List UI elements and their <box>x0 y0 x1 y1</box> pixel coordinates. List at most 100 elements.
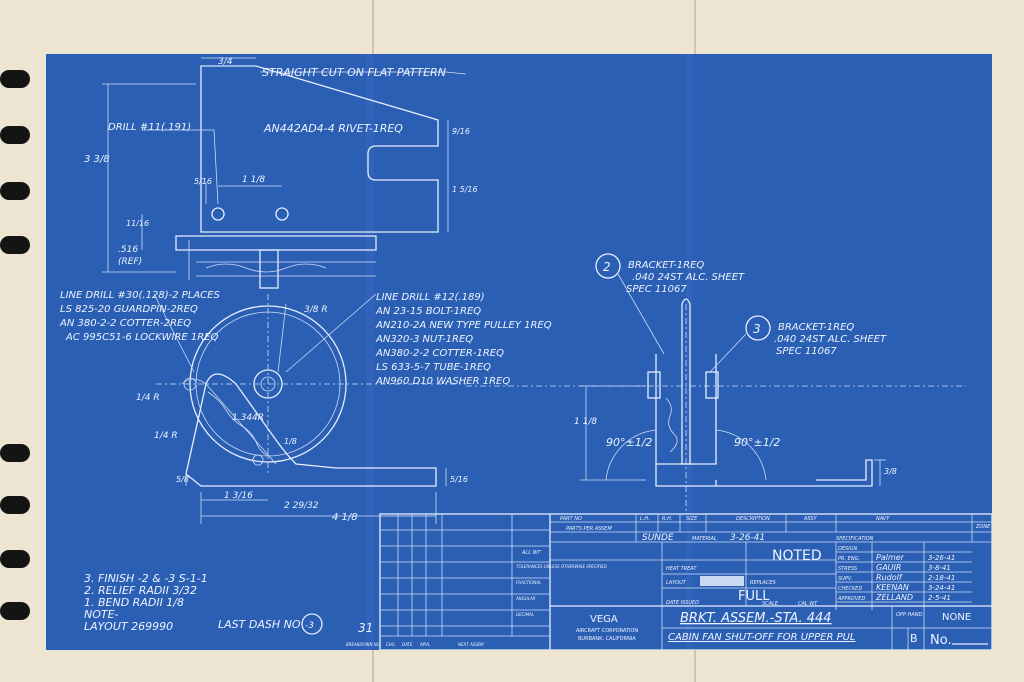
part-line: LS 633-5-7 TUBE-1REQ <box>376 362 491 373</box>
hdr-description: DESCRIPTION <box>736 516 770 522</box>
blueprint-drawing: STRAIGHT CUT ON FLAT PATTERN AN442AD4-4 … <box>46 54 992 650</box>
material-label: MATERIAL <box>692 536 717 542</box>
dim-9-16: 9/16 <box>452 127 470 136</box>
dim-ref: (REF) <box>118 257 142 267</box>
r-1-4-b: 1/4 R <box>154 431 178 441</box>
note-line: 2. RELIEF RADII 3/32 <box>84 584 197 597</box>
dim-2-29-32: 2 29/32 <box>284 501 319 511</box>
drawing-title: BRKT. ASSEM.-STA. 444 <box>680 611 832 626</box>
r-1344: 1.344R <box>232 413 264 423</box>
drill-label: DRILL #11(.191) <box>108 122 191 133</box>
binder-ring <box>0 236 30 254</box>
part-line: AN210-2A NEW TYPE PULLEY 1REQ <box>375 320 552 331</box>
parts-list-right: LINE DRILL #12(.189) AN 23-15 BOLT-1REQ … <box>375 292 552 387</box>
straight-cut-label: STRAIGHT CUT ON FLAT PATTERN <box>262 66 446 79</box>
binder-ring <box>0 602 30 620</box>
sunde: SUNDE <box>642 533 674 543</box>
angle-right: 90°±1/2 <box>734 436 780 449</box>
part-line: LS 825-20 GUARDPIN-2REQ <box>60 304 198 315</box>
cal-wt: CAL WT <box>798 601 818 607</box>
front-view-labels: 3/8 R 1.344R 1/4 R 1/4 R 1/8 5/8 1 3/16 … <box>136 305 468 523</box>
role: PR. ENG. <box>838 556 860 562</box>
hdr-zone: ZONE <box>975 524 991 530</box>
company-city: BURBANK, CALIFORNIA <box>578 636 636 642</box>
dim-1-8: 1/8 <box>284 437 297 446</box>
part-line: AN 380-2-2 COTTER-2REQ <box>59 318 191 329</box>
sign-name: KEENAN <box>876 583 909 592</box>
opp-hand: OPP HAND <box>896 612 922 618</box>
callout-3-title: BRACKET-1REQ <box>778 322 854 333</box>
callout-2-spec2: SPEC 11067 <box>626 284 687 295</box>
binder-ring <box>0 126 30 144</box>
r-1-4-a: 1/4 R <box>136 393 160 403</box>
bracket-front-view <box>153 293 466 524</box>
callout-2: 2 BRACKET-1REQ .040 24ST ALC. SHEET SPEC… <box>595 253 745 295</box>
date-col: DATE <box>402 642 413 647</box>
dim-1-1-8: 1 1/8 <box>242 175 265 185</box>
drawing-date: 3-26-41 <box>730 533 765 543</box>
dim-height: 3 3/8 <box>84 154 110 165</box>
part-line: LINE DRILL #12(.189) <box>376 292 485 303</box>
last-dash-value: -3 <box>305 621 314 631</box>
binder-ring <box>0 496 30 514</box>
sign-date: 3-8-41 <box>928 564 951 572</box>
callout-2-title: BRACKET-1REQ <box>628 260 704 271</box>
callout-3-spec1: .040 24ST ALC. SHEET <box>774 334 887 345</box>
binder-ring <box>0 182 30 200</box>
layout-label: LAYOUT <box>666 580 687 586</box>
tolerances: TOLERANCES UNLESS OTHERWISE SPECIFIED <box>516 564 607 569</box>
angle-left: 90°±1/2 <box>606 436 652 449</box>
part-line: AN 23-15 BOLT-1REQ <box>375 306 481 317</box>
role: STRESS <box>838 566 858 572</box>
no-label: No. <box>930 633 952 648</box>
angular: ANGULAR <box>515 596 536 601</box>
decimal: DECIMAL <box>516 612 534 617</box>
hdr-part-no: PART NO <box>560 516 582 522</box>
scale-label: SCALE <box>762 601 779 607</box>
notes-block: 3. FINISH -2 & -3 S-1-1 2. RELIEF RADII … <box>84 572 208 633</box>
drawing-subtitle: CABIN FAN SHUT-OFF FOR UPPER PUL <box>668 632 856 643</box>
blueprint-sheet: STRAIGHT CUT ON FLAT PATTERN AN442AD4-4 … <box>46 54 992 650</box>
callout-3: 3 BRACKET-1REQ .040 24ST ALC. SHEET SPEC… <box>745 315 887 357</box>
size-value: B <box>910 632 918 645</box>
sign-date: 3-26-41 <box>928 554 955 562</box>
left-view-labels: STRAIGHT CUT ON FLAT PATTERN AN442AD4-4 … <box>84 57 478 267</box>
heat-treat: HEAT TREAT <box>666 566 697 572</box>
binder-ring <box>0 444 30 462</box>
parts-list-left: LINE DRILL #30(.128)-2 PLACES LS 825-20 … <box>59 290 220 343</box>
r-3-8: 3/8 R <box>304 305 328 315</box>
sign-date: 3-24-41 <box>928 584 955 592</box>
callout-2-spec1: .040 24ST ALC. SHEET <box>632 272 745 283</box>
apvl: APVL <box>419 642 430 647</box>
part-line: AN320-3 NUT-1REQ <box>375 334 473 345</box>
hdr-assy: ASSY <box>803 516 818 522</box>
hdr-size: SIZE <box>686 516 698 522</box>
title-block-text: PART NO L.H. R.H. SIZE DESCRIPTION ASSY … <box>346 516 991 648</box>
company-sub: AIRCRAFT CORPORATION <box>576 628 638 634</box>
next-assem: NEXT ASSEM <box>458 642 484 647</box>
bracket-side-view <box>466 273 966 514</box>
chg: CHG <box>386 642 395 647</box>
part-line: AN960 D10 WASHER 1REQ <box>375 376 510 387</box>
hdr-navy: NAVY <box>876 516 890 522</box>
breakdown-no: BREAKDOWN NO <box>346 642 380 647</box>
full: FULL <box>738 589 770 604</box>
title-block <box>379 513 992 650</box>
spec-label: SPECIFICATION <box>836 536 874 542</box>
note-line: LAYOUT 269990 <box>84 620 173 633</box>
callout-3-circle <box>745 315 771 341</box>
sign-name: Rudolf <box>876 573 903 582</box>
dim-1-5-16: 1 5/16 <box>452 185 478 194</box>
sign-name: Palmer <box>876 553 905 562</box>
callout-3-num: 3 <box>753 322 761 336</box>
rivet-label: AN442AD4-4 RIVET-1REQ <box>263 122 403 135</box>
dim-5-8: 5/8 <box>176 475 189 484</box>
note-line: NOTE- <box>84 608 119 621</box>
dim-1-3-16: 1 3/16 <box>224 491 253 501</box>
sign-name: ZELLAND <box>875 593 913 602</box>
part-line: AC 995C51-6 LOCKWIRE 1REQ <box>65 332 219 343</box>
fractional: FRACTIONAL <box>516 580 541 585</box>
hdr-rh: R.H. <box>662 516 672 522</box>
part-line: LINE DRILL #30(.128)-2 PLACES <box>60 290 220 301</box>
role: APPROVED <box>837 596 865 602</box>
